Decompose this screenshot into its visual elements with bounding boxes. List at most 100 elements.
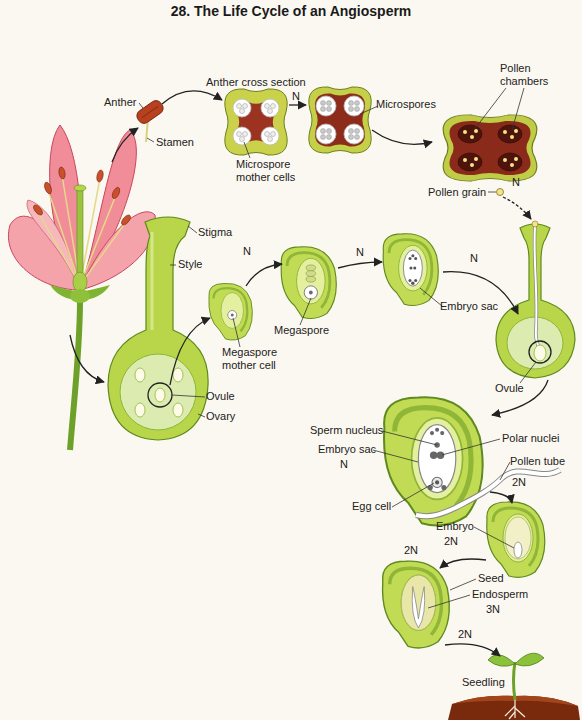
leader-line (442, 439, 500, 455)
carpel (135, 403, 145, 417)
ovule-stage (304, 286, 317, 299)
ovule-stage (409, 267, 412, 270)
ovule-stage (306, 276, 316, 282)
leader-line (488, 192, 496, 193)
ploidy-label: N (356, 246, 364, 259)
pistil (496, 221, 575, 378)
anther-section (240, 137, 245, 142)
anther-section (355, 129, 360, 134)
pollen-chambers-drawing (498, 125, 522, 143)
ovule-stage (231, 314, 234, 317)
anther-section (316, 96, 336, 116)
flower (58, 167, 66, 180)
anther-section (233, 99, 251, 117)
part-label: Anther (104, 96, 136, 109)
leader-line (500, 462, 510, 480)
embryo-stage (487, 502, 545, 577)
anther-section (321, 135, 326, 140)
carpel (108, 217, 208, 440)
pollen-chambers-drawing (458, 125, 482, 143)
leader-line (172, 395, 205, 397)
part-label: Embryo sac (318, 443, 376, 456)
seedling-drawing (515, 653, 544, 666)
cycle-arrow (246, 264, 282, 286)
part-label: Sperm nucleus (310, 424, 383, 437)
pollen-chambers-drawing (503, 130, 507, 134)
pollen-chambers-drawing (463, 129, 518, 167)
pistil (529, 341, 551, 363)
pistil (535, 226, 540, 350)
part-label: Pollen chambers (500, 62, 556, 87)
leader-line (170, 265, 176, 266)
leader-line (373, 450, 418, 462)
fertilization-stage (416, 470, 560, 516)
ovule-stage (281, 247, 336, 319)
part-label: Ovule (206, 390, 235, 403)
pollen-chambers-drawing (449, 121, 530, 175)
leader-line (300, 298, 311, 325)
anther-section (237, 132, 242, 137)
fertilization-stage (428, 428, 447, 490)
flower (70, 289, 90, 303)
carpel (155, 388, 165, 402)
anther-section (321, 101, 360, 140)
fertilization-stage (430, 451, 437, 458)
pollen-chambers-drawing (463, 130, 467, 134)
pollen-chambers-drawing (514, 157, 518, 161)
seedling-drawing (515, 708, 525, 717)
leader-line (360, 106, 378, 114)
pollen-chambers-drawing (458, 153, 482, 171)
flower (120, 213, 132, 226)
flower (70, 300, 80, 450)
ovule-stage (309, 291, 313, 295)
fertilization-stage (418, 425, 455, 493)
carpel (135, 368, 145, 382)
ovule-stage (209, 283, 253, 340)
pistil (532, 221, 538, 227)
anther-section (233, 99, 279, 145)
anther-section (344, 96, 364, 116)
ovule-stage (304, 265, 317, 299)
flower (80, 222, 126, 285)
leader-line (512, 88, 524, 130)
pollen-chambers-drawing (498, 153, 522, 171)
anther-section (355, 101, 360, 106)
pollen-chambers-drawing (463, 158, 467, 162)
part-label: Megaspore (274, 324, 329, 337)
anther-section (355, 135, 360, 140)
cycle-arrow (170, 318, 210, 385)
leader-line (392, 483, 434, 507)
pollen-chambers-drawing (443, 115, 537, 181)
anther-drawing (135, 98, 166, 126)
fertilization-stage (440, 431, 444, 435)
ploidy-label: 2N (404, 544, 418, 557)
cycle-arrow (289, 104, 306, 105)
part-label: Endosperm (472, 588, 528, 601)
anther-section (321, 129, 326, 134)
anther-section (327, 101, 332, 106)
part-label: Megaspore mother cell (222, 346, 288, 371)
cycle-arrow (112, 128, 138, 162)
anther-section (355, 107, 360, 112)
leader-line (244, 142, 250, 158)
pistil (534, 345, 546, 361)
flower (96, 170, 104, 183)
leader-line (188, 226, 197, 233)
anther-section (237, 104, 242, 109)
ovule-stage (403, 250, 422, 286)
cycle-arrow (445, 644, 500, 656)
flower (111, 186, 122, 199)
cycle-arrow (70, 91, 548, 656)
ovule-stage (281, 247, 336, 319)
fertilization-stage (437, 451, 444, 458)
part-label: Stigma (198, 226, 232, 239)
cycle-arrow (492, 380, 548, 415)
leader-line (428, 595, 470, 608)
ovule-stage (408, 257, 411, 260)
leader-line (420, 288, 442, 306)
anther-section (315, 94, 365, 147)
ovule-stage (383, 234, 438, 306)
ovule-stage (408, 279, 411, 282)
seed-drawing (401, 575, 436, 630)
ovule-stage (411, 282, 414, 285)
